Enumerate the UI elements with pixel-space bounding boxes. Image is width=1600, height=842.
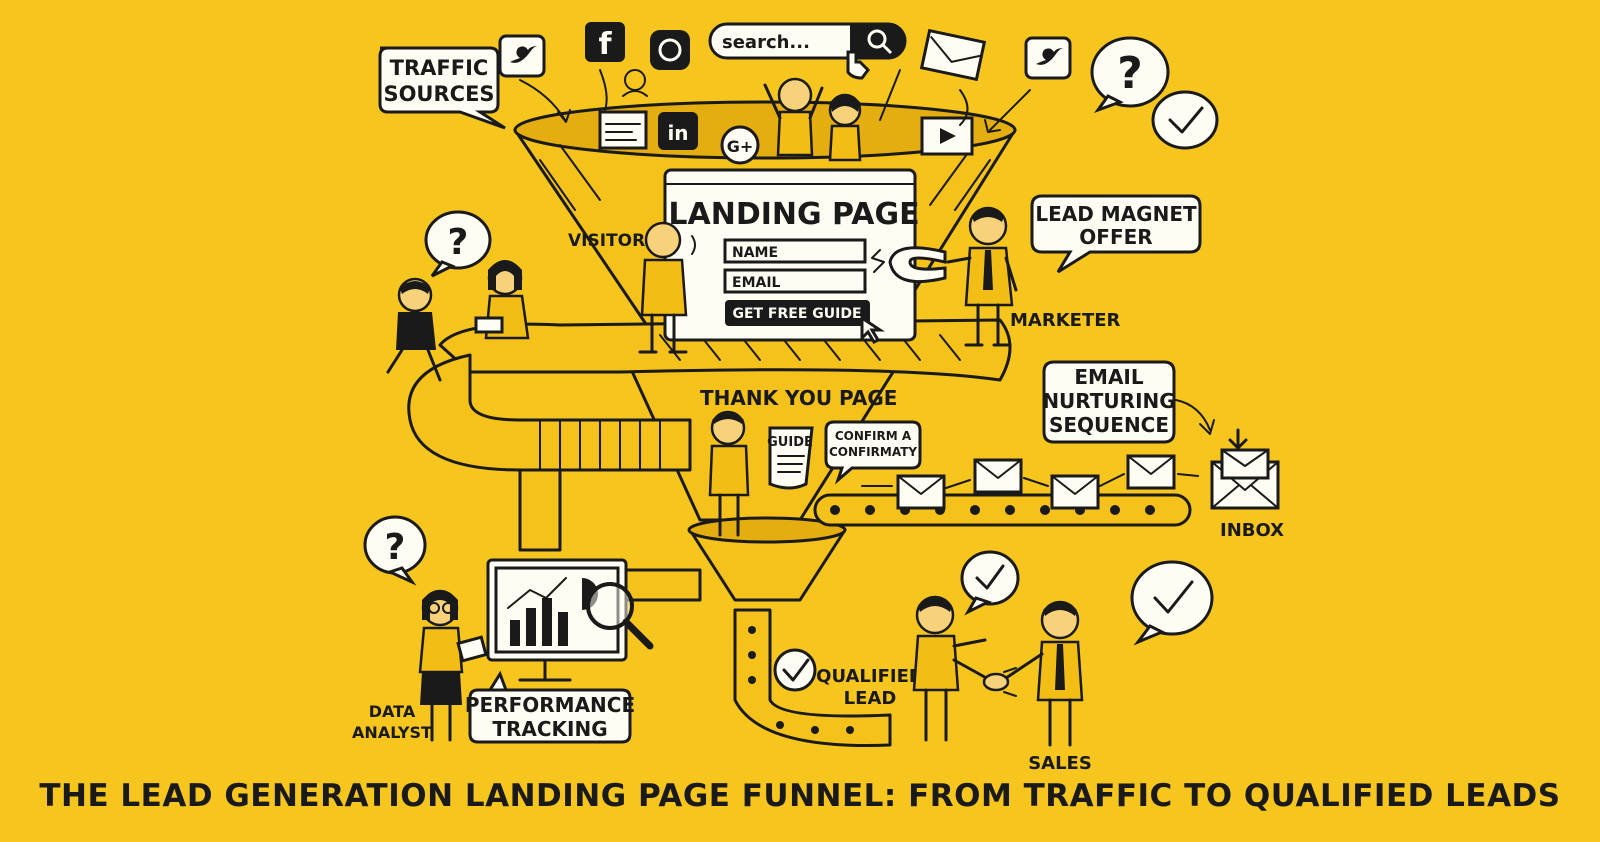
webpage-icon — [598, 110, 648, 150]
check-bubble-large — [1130, 560, 1214, 646]
svg-text:SOURCES: SOURCES — [383, 82, 494, 106]
email-conveyor — [813, 493, 1192, 527]
name-field[interactable] — [723, 238, 867, 264]
checkmark-icon — [1151, 90, 1219, 150]
search-input: search... — [722, 32, 810, 53]
envelope-icon — [919, 28, 987, 82]
email-envelope-4 — [1126, 454, 1176, 490]
email-field[interactable] — [723, 268, 867, 294]
svg-text:QUALIFIED: QUALIFIED — [816, 666, 924, 687]
qualified-lead-label: QUALIFIED LEAD — [816, 666, 924, 709]
lead-magnet-callout: LEAD MAGNET OFFER — [1030, 194, 1202, 274]
chart-icon — [510, 598, 568, 646]
landing-page-title: LANDING PAGE — [668, 197, 919, 232]
video-icon — [920, 116, 974, 156]
traffic-arrows — [519, 69, 1031, 133]
svg-text:CONFIRMATY: CONFIRMATY — [829, 445, 917, 459]
email-nurturing-callout: EMAIL NURTURING SEQUENCE — [1042, 360, 1215, 444]
svg-text:in: in — [667, 121, 688, 145]
svg-text:ANALYST: ANALYST — [352, 723, 432, 742]
svg-text:TRACKING: TRACKING — [492, 717, 607, 741]
visitor-label: VISITOR — [568, 231, 645, 251]
magnifier-icon — [586, 582, 654, 650]
svg-text:GUIDE: GUIDE — [767, 435, 813, 450]
svg-text:NAME: NAME — [732, 245, 778, 261]
qualified-check-icon — [773, 648, 817, 692]
svg-text:GET FREE GUIDE: GET FREE GUIDE — [732, 306, 861, 322]
cheering-visitors — [763, 77, 862, 162]
cursor-icon — [860, 315, 885, 344]
svg-text:DATA: DATA — [369, 702, 416, 721]
page-title: THE LEAD GENERATION LANDING PAGE FUNNEL:… — [39, 778, 1561, 814]
question-bubble-analyst: ? — [363, 515, 427, 586]
thank-you-section: THANK YOU PAGE GUIDE — [700, 386, 897, 537]
twitter-icon — [498, 34, 546, 78]
qualified-lead-conveyor — [733, 608, 892, 747]
confused-visitors — [386, 260, 530, 382]
magnet-icon — [871, 246, 947, 284]
email-sequence — [861, 454, 1199, 510]
svg-text:f: f — [598, 27, 612, 62]
svg-text:EMAIL: EMAIL — [1074, 365, 1143, 389]
user-icon — [622, 69, 648, 97]
instagram-icon — [650, 30, 690, 70]
search-icon — [850, 24, 905, 58]
search-bar[interactable]: search... — [708, 22, 907, 60]
traffic-sources-callout: TRAFFIC SOURCES — [378, 46, 506, 130]
sales-label: SALES — [1028, 753, 1092, 774]
inbox-label: INBOX — [1220, 520, 1284, 541]
performance-dashboard — [486, 558, 628, 682]
question-bubble-top: ? — [1090, 36, 1170, 114]
question-bubble-left: ? — [424, 210, 492, 278]
svg-text:EMAIL: EMAIL — [732, 275, 781, 291]
svg-text:G+: G+ — [727, 137, 754, 156]
svg-text:PERFORMANCE: PERFORMANCE — [465, 693, 635, 717]
svg-text:SEQUENCE: SEQUENCE — [1049, 413, 1169, 437]
svg-text:?: ? — [385, 527, 406, 568]
data-analyst: DATA ANALYST — [352, 589, 488, 742]
performance-tracking-callout: PERFORMANCE TRACKING — [465, 670, 635, 744]
qualified-lead-person — [912, 595, 992, 742]
landing-page-window: LANDING PAGE NAME EMAIL GET FREE GUIDE — [663, 168, 920, 344]
svg-text:TRAFFIC: TRAFFIC — [390, 56, 489, 80]
inbox-icon: INBOX — [1210, 428, 1284, 541]
svg-text:NURTURING: NURTURING — [1042, 389, 1175, 413]
handshake-icon — [982, 667, 1017, 697]
email-envelope-2 — [973, 458, 1023, 494]
email-envelope-3 — [1050, 474, 1100, 510]
linkedin-icon: in — [658, 112, 698, 150]
svg-text:OFFER: OFFER — [1079, 225, 1152, 249]
marketer-label: MARKETER — [1010, 310, 1121, 331]
marketer: MARKETER — [946, 206, 1121, 347]
svg-text:LEAD MAGNET: LEAD MAGNET — [1035, 202, 1197, 226]
google-plus-icon: G+ — [720, 125, 760, 165]
cursor-hand-icon — [846, 50, 870, 80]
get-free-guide-button[interactable] — [725, 300, 870, 326]
svg-text:?: ? — [448, 222, 469, 263]
confirm-bubble: CONFIRM A CONFIRMATY — [824, 420, 922, 485]
facebook-icon: f — [585, 22, 625, 62]
check-bubble-mid — [960, 550, 1020, 616]
svg-text:?: ? — [1117, 48, 1143, 99]
visitor: VISITOR — [568, 221, 696, 354]
thank-you-label: THANK YOU PAGE — [700, 386, 897, 410]
svg-text:LEAD: LEAD — [844, 688, 897, 709]
email-envelope-1 — [896, 474, 946, 510]
sales-person: SALES — [998, 600, 1092, 774]
svg-text:CONFIRM A: CONFIRM A — [835, 429, 912, 443]
twitter-icon-right — [1024, 36, 1072, 80]
